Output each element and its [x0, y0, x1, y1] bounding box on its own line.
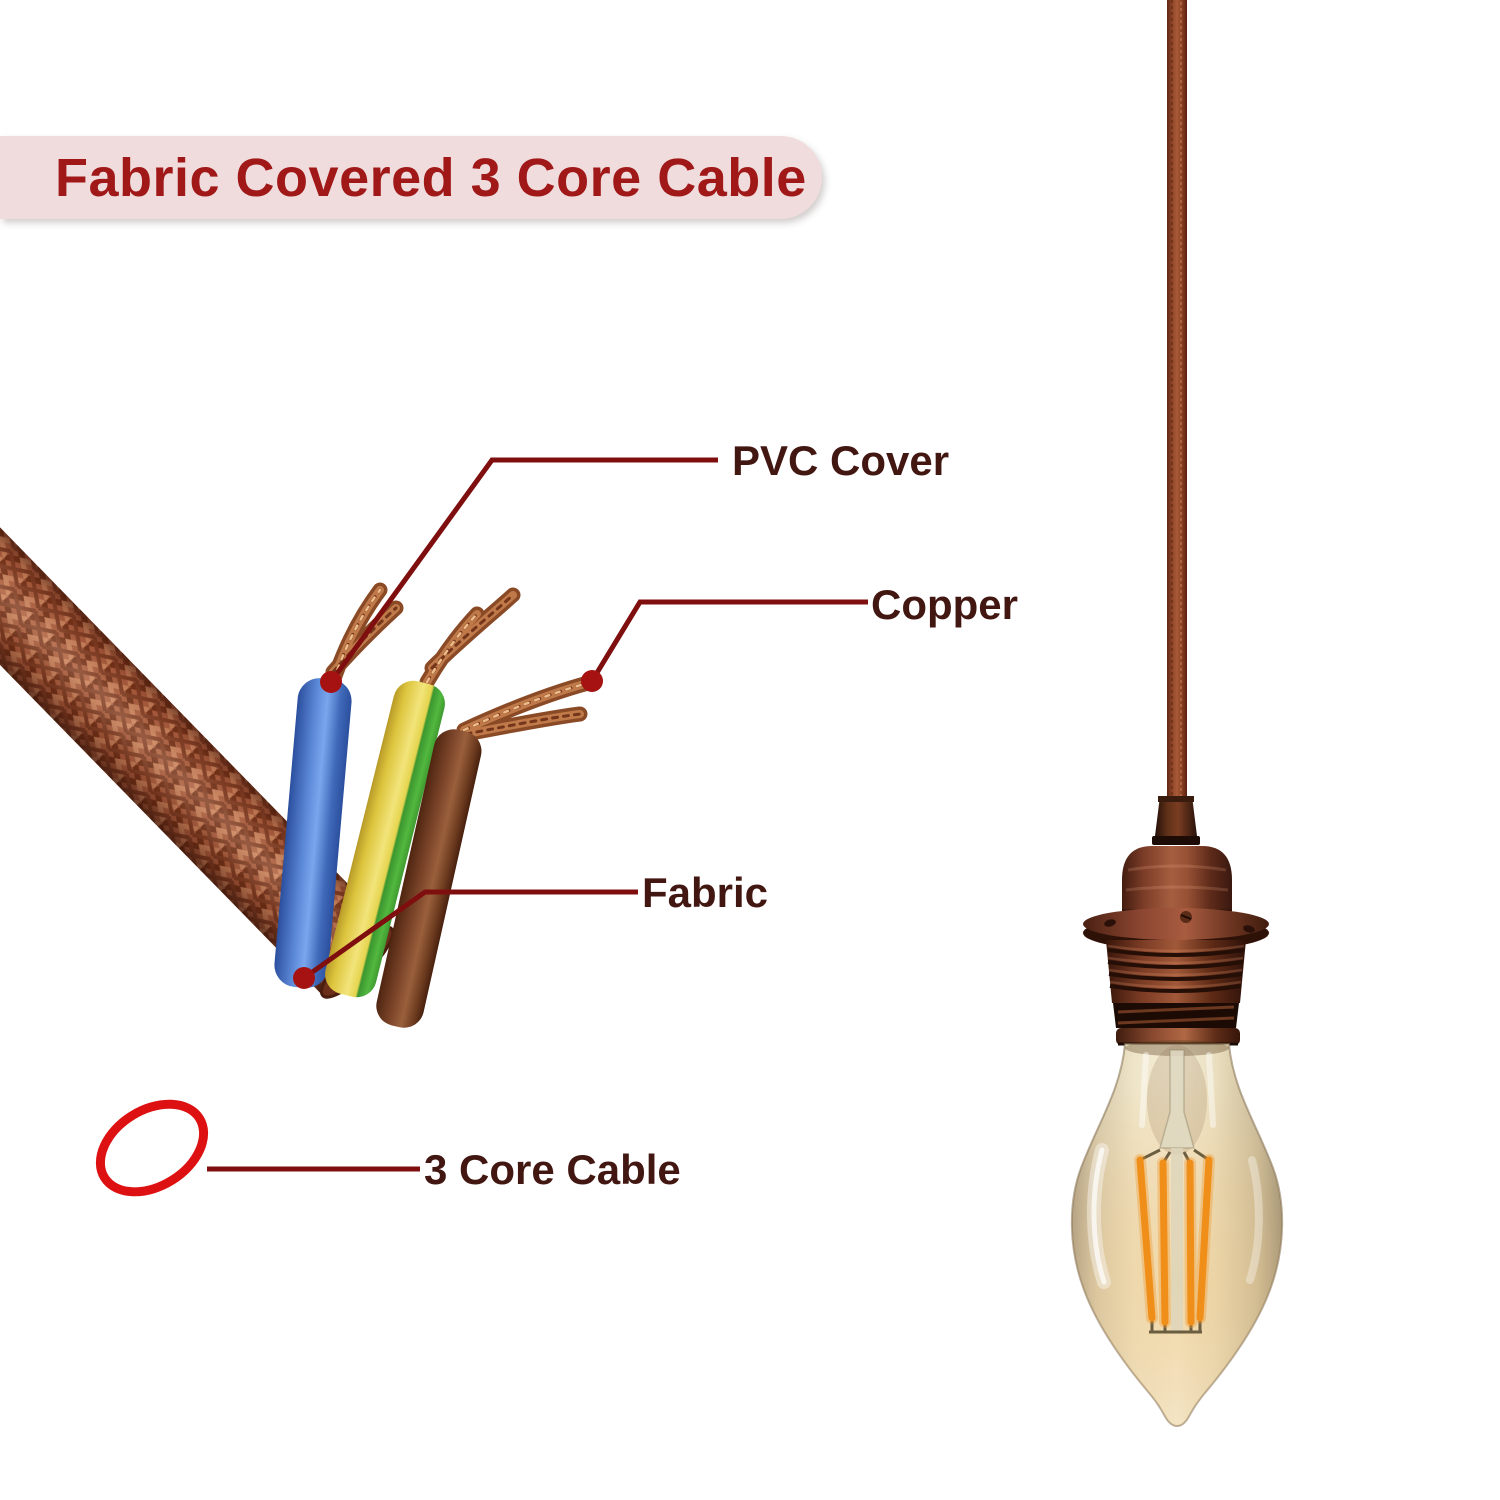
label-fabric: Fabric [642, 869, 769, 916]
label-pvc-cover: PVC Cover [732, 437, 950, 484]
marker-dots [293, 670, 603, 989]
highlight-ellipse [95, 1099, 209, 1197]
headline-banner: Fabric Covered 3 Core Cable [0, 136, 822, 219]
leader-lines [207, 457, 868, 1172]
label-core-cable: 3 Core Cable [424, 1146, 681, 1193]
filament-supports [1139, 1148, 1210, 1334]
filaments [1134, 1154, 1215, 1328]
lamp-holder [1083, 796, 1269, 1046]
copper-strands [322, 582, 596, 742]
wire-earth [325, 680, 445, 998]
wire-blue [274, 678, 352, 988]
leader-fabric [302, 889, 638, 981]
dot-fabric [293, 967, 315, 989]
leader-copper [589, 599, 868, 683]
leader-pvc-cover [328, 457, 718, 684]
wire-brown [376, 729, 482, 1028]
label-copper: Copper [871, 581, 1018, 628]
pendant-cord [1167, 0, 1187, 800]
headline-text: Fabric Covered 3 Core Cable [55, 147, 807, 208]
dot-pvc-cover [320, 671, 342, 693]
edison-bulb [1070, 1040, 1284, 1428]
dot-copper [581, 670, 603, 692]
